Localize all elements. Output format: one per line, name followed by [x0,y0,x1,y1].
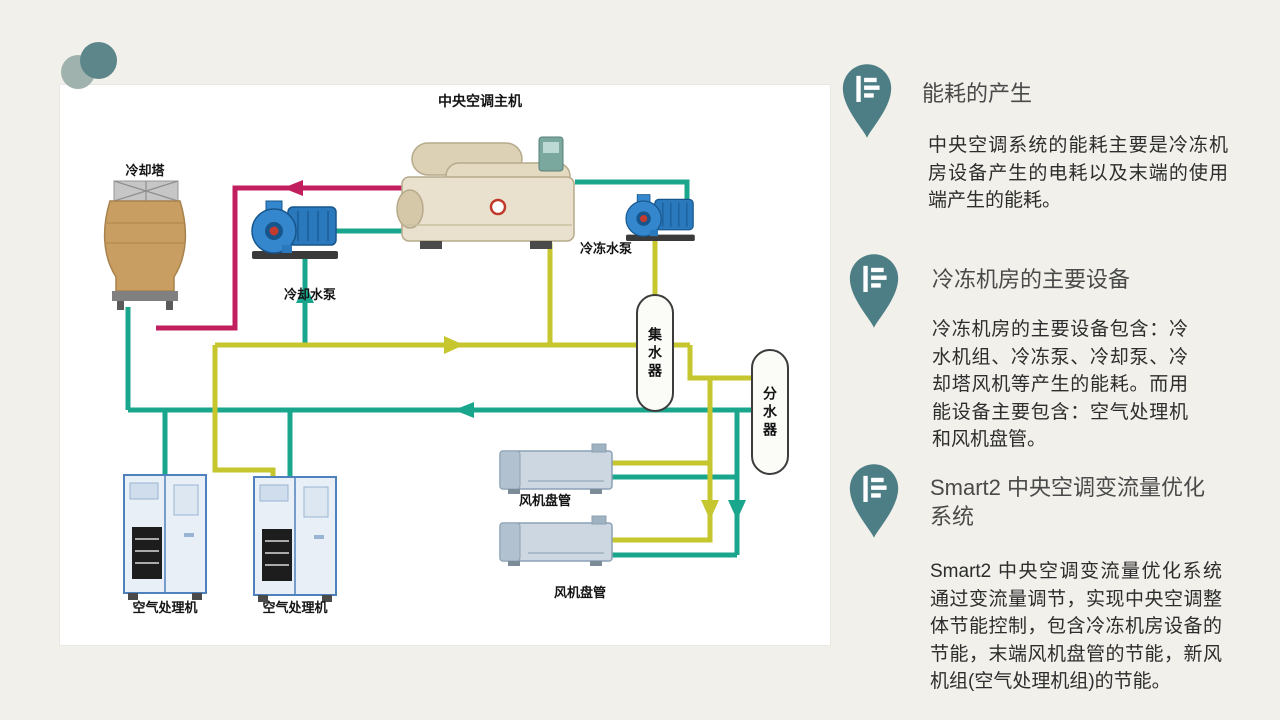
label-fan-coil-bottom: 风机盘管 [553,585,606,600]
hvac-system-diagram [103,136,789,603]
section-body: 中央空调系统的能耗主要是冷冻机房设备产生的电耗以及末端的使用端产生的能耗。 [928,135,1228,212]
diagram-panel: 中央空调主机 冷却塔 冷却水泵 冷冻水泵 集水器 分水器 风机盘管 风机盘管 空… [60,85,830,645]
arrow-up-icon [296,283,314,303]
section-body: 冷冻机房的主要设备包含：冷水机组、冷冻泵、冷却泵、冷却塔风机等产生的能耗。而用能… [932,319,1188,451]
arrow-down-icon [728,500,746,520]
section-title: 冷冻机房的主要设备 [932,267,1131,292]
arrow-right-icon [444,336,464,354]
air-handling-unit-left [123,474,207,601]
water-collector [636,294,674,412]
pin-list-icon [849,254,899,328]
cooling-water-pump [251,200,339,260]
pipe-hot-water [156,185,405,331]
pipe-supply [612,378,713,543]
pipe-supply [687,345,752,381]
label-cooling-pump: 冷却水泵 [283,287,336,302]
fan-coil-unit-bottom [499,515,613,567]
section-body: Smart2 中央空调变流量优化系统通过变流量调节，实现中央空调整体节能控制，包… [930,561,1222,693]
pipe-return [575,179,690,205]
arrow-left-icon [283,180,303,196]
label-distributor: 分水器 [762,386,778,440]
label-chilled-pump: 冷冻水泵 [579,241,632,256]
label-ahu-right: 空气处理机 [262,600,328,615]
chiller-unit [396,136,575,249]
water-distributor [751,349,789,475]
label-cooling-tower: 冷却塔 [125,163,165,178]
flow-arrows [283,180,746,520]
pin-list-icon [849,464,899,538]
decorative-circle-dark [80,42,117,79]
pipe-supply [212,345,276,485]
section-title: Smart2 中央空调变流量优化系统 [930,475,1206,529]
chilled-water-pump [625,193,696,242]
arrow-left-icon [454,402,474,418]
air-handling-unit-right [253,476,337,603]
cooling-tower [103,180,187,310]
label-fan-coil-top: 风机盘管 [518,493,571,508]
fan-coil-unit-top [499,443,613,495]
label-collector: 集水器 [647,327,663,381]
pin-list-icon [842,64,892,138]
arrow-down-icon [701,500,719,520]
pipe-network [125,179,752,558]
section-title: 能耗的产生 [922,81,1033,106]
label-main-unit: 中央空调主机 [438,93,522,109]
label-ahu-left: 空气处理机 [132,600,198,615]
